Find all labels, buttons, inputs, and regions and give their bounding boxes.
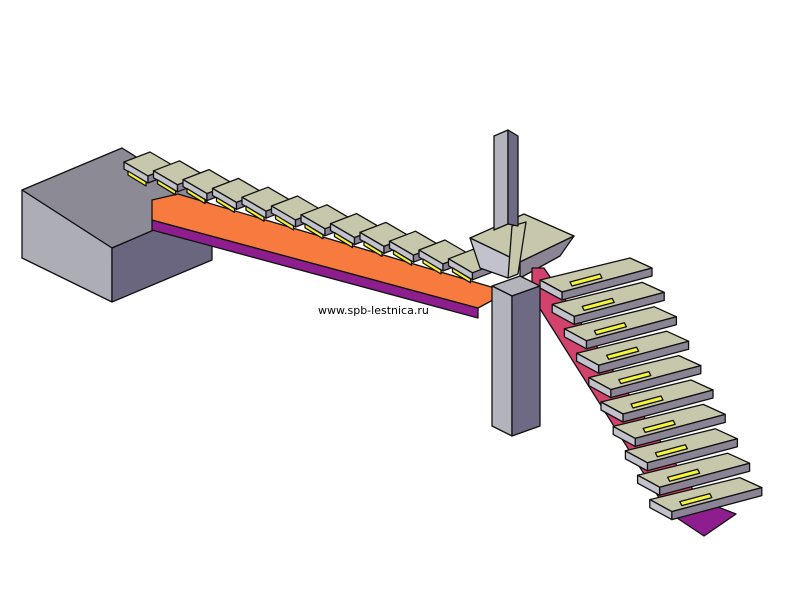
lower-tread-end [636, 474, 661, 496]
upper-tread-highlight [215, 196, 236, 214]
lower-tread-end [563, 328, 588, 350]
top-post-side [507, 129, 519, 227]
upper-tread-highlight [245, 205, 265, 222]
lower-tread [588, 354, 702, 399]
lower-tread-end [624, 450, 649, 472]
top-post [493, 129, 519, 231]
front-post [491, 275, 541, 437]
lower-tread [539, 257, 653, 301]
lower-tread-end [612, 425, 636, 448]
lower-tread [563, 306, 678, 350]
lower-tread-highlight [679, 492, 713, 507]
lower-tread [649, 476, 763, 521]
upper-tread-highlight [392, 249, 413, 266]
lower-flight [539, 257, 763, 521]
upper-tread-highlight [274, 214, 295, 231]
upper-tread-highlight [363, 240, 383, 258]
lower-tread-highlight [605, 346, 640, 360]
lower-tread-highlight [618, 370, 652, 385]
top-post-front [493, 129, 509, 231]
front-post-side [511, 285, 541, 437]
front-post-front [491, 285, 513, 437]
lower-tread-end [551, 303, 575, 326]
lower-tread-highlight [654, 444, 689, 458]
watermark-text: www.spb-lestnica.ru [318, 304, 429, 317]
lower-tread-highlight [666, 468, 701, 482]
lower-tread-highlight [581, 297, 615, 312]
lower-tread-highlight [630, 395, 664, 409]
winder-highlight [507, 221, 527, 279]
winder-platform [469, 213, 575, 279]
upper-stringer [151, 193, 509, 319]
lower-tread [575, 330, 690, 374]
lower-tread-highlight [642, 419, 676, 434]
upper-flight [123, 151, 500, 284]
lower-tread [600, 379, 714, 423]
lower-tread [612, 403, 726, 448]
lower-tread-end [600, 401, 624, 423]
upper-tread-highlight [451, 267, 472, 284]
lower-tread-end [588, 376, 612, 399]
upper-tread-highlight [304, 223, 324, 240]
upper-tread-highlight [422, 258, 442, 275]
upper-tread-highlight [333, 231, 354, 249]
lower-tread-highlight [593, 322, 628, 336]
lower-tread-end [649, 498, 673, 521]
lower-tread [636, 452, 751, 496]
lower-tread-highlight [569, 273, 603, 287]
upper-tread-highlight [156, 179, 177, 196]
upper-tread-highlight [127, 170, 147, 187]
upper-tread-highlight [186, 187, 206, 205]
lower-tread-end [575, 352, 600, 374]
lower-tread [624, 428, 739, 472]
lower-tread [551, 281, 665, 326]
